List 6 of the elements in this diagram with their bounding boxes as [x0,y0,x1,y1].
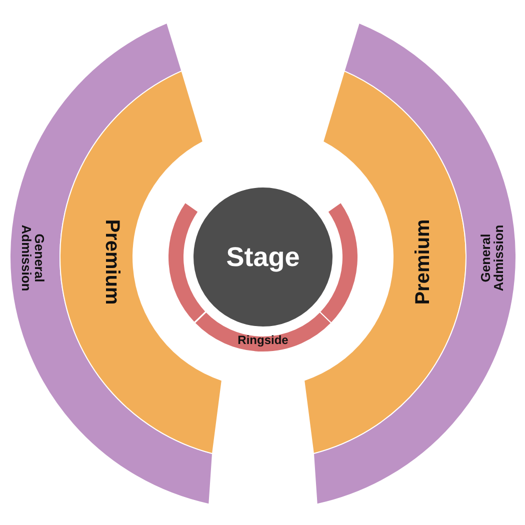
section-label: General Admission [18,224,48,294]
section-label: Stage [225,240,301,274]
section-label: Premium [100,218,124,307]
section-label: Ringside [236,332,290,348]
section-label: Premium [411,218,435,307]
section-label: General Admission [477,224,507,294]
